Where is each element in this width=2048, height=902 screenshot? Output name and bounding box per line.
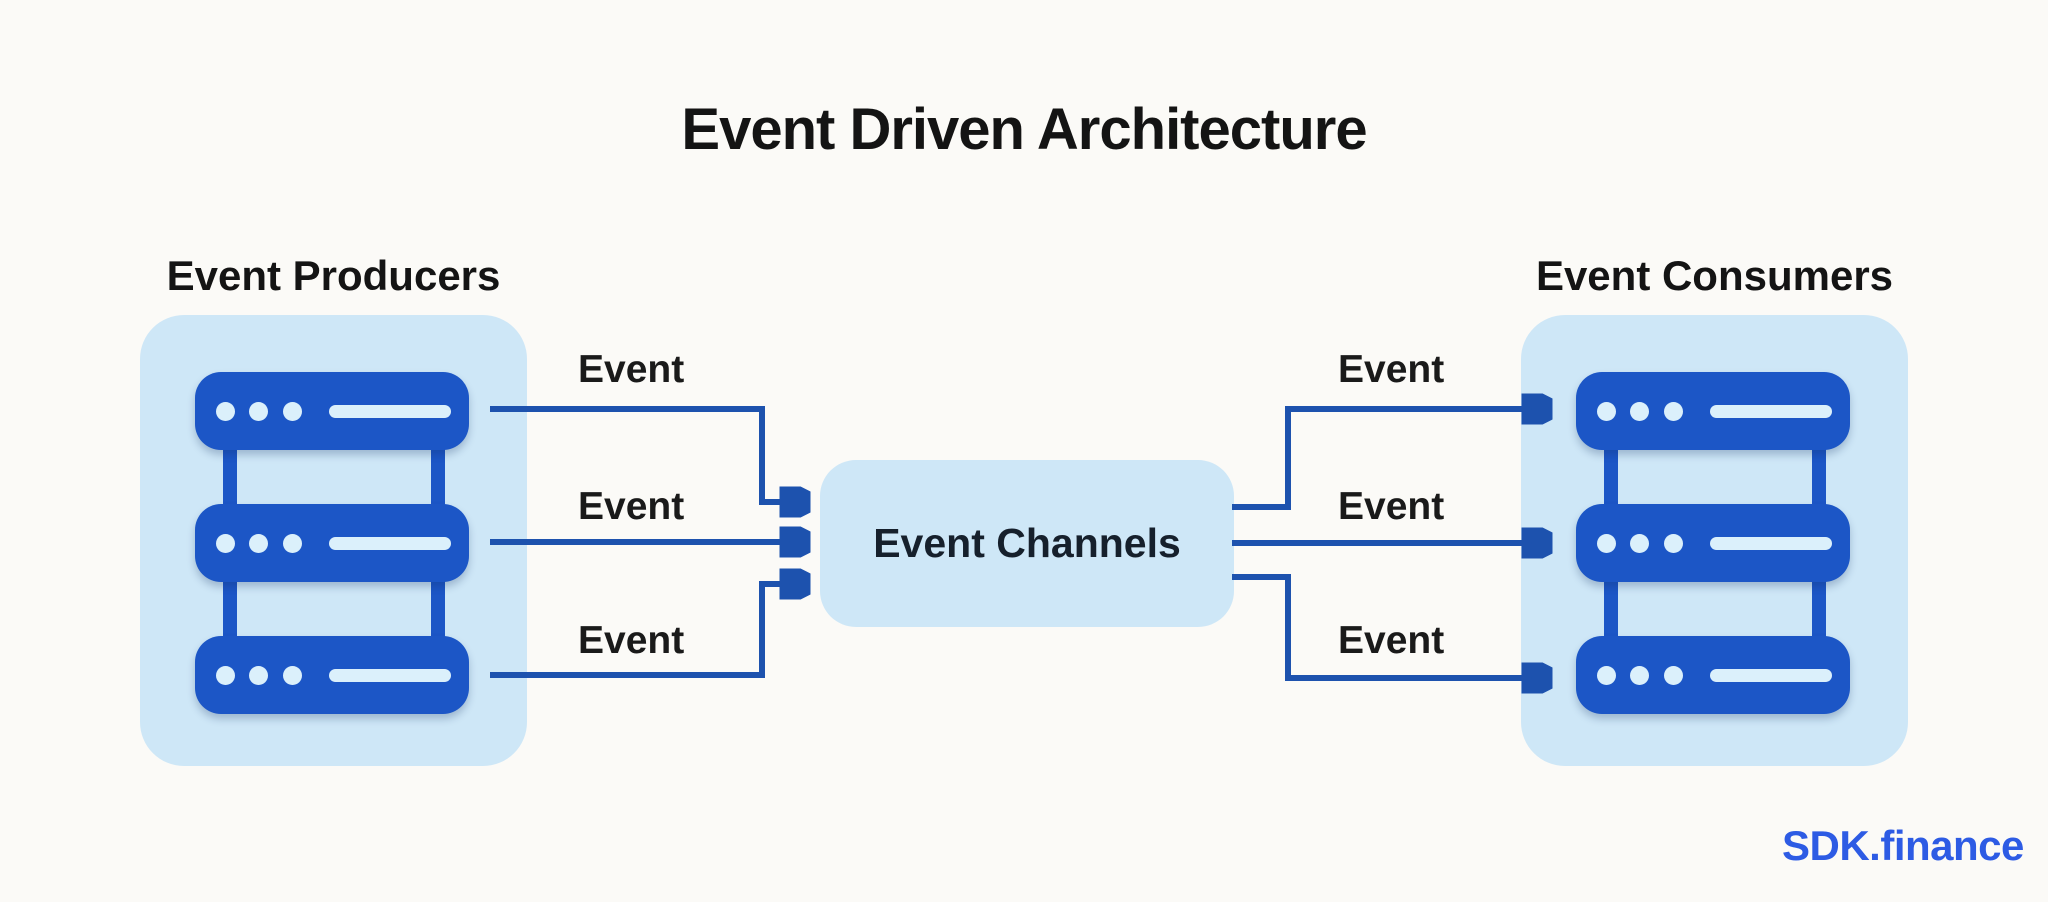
event-label-right-3: Event <box>1338 619 1445 662</box>
consumers-label: Event Consumers <box>1535 252 1894 299</box>
producers-label: Event Producers <box>166 252 501 299</box>
server-bar <box>195 636 469 714</box>
server-stack-icon <box>195 372 469 714</box>
event-label-right-1: Event <box>1338 348 1445 391</box>
server-stack-icon <box>1576 372 1850 714</box>
server-led-dot <box>1597 534 1616 553</box>
server-led-dot <box>1597 402 1616 421</box>
server-slot <box>329 405 451 418</box>
consumers-container <box>1521 315 1908 766</box>
event-label-right-2: Event <box>1338 485 1445 528</box>
server-led-dot <box>1664 534 1683 553</box>
server-led-dot <box>1630 666 1649 685</box>
event-channels-box: Event Channels <box>820 460 1234 627</box>
server-led-dot <box>216 402 235 421</box>
server-led-dot <box>249 402 268 421</box>
server-bar <box>195 504 469 582</box>
event-channels-label: Event Channels <box>873 520 1181 566</box>
event-label-left-1: Event <box>578 348 685 391</box>
server-slot <box>1710 405 1832 418</box>
server-bar <box>1576 636 1850 714</box>
server-led-dot <box>216 534 235 553</box>
server-led-dot <box>249 534 268 553</box>
server-led-dot <box>283 402 302 421</box>
producers-container <box>140 315 527 766</box>
server-led-dot <box>216 666 235 685</box>
server-led-dot <box>283 666 302 685</box>
server-led-dot <box>1664 666 1683 685</box>
server-led-dot <box>1630 402 1649 421</box>
server-slot <box>329 537 451 550</box>
server-bar <box>1576 504 1850 582</box>
server-bar <box>195 372 469 450</box>
server-led-dot <box>1630 534 1649 553</box>
server-led-dot <box>283 534 302 553</box>
event-label-left-2: Event <box>578 485 685 528</box>
sdk-finance-logo: SDK.finance <box>1782 822 2024 869</box>
server-slot <box>1710 669 1832 682</box>
server-slot <box>329 669 451 682</box>
server-led-dot <box>1664 402 1683 421</box>
page-title: Event Driven Architecture <box>681 97 1367 162</box>
server-led-dot <box>249 666 268 685</box>
event-label-left-3: Event <box>578 619 685 662</box>
server-led-dot <box>1597 666 1616 685</box>
server-slot <box>1710 537 1832 550</box>
server-bar <box>1576 372 1850 450</box>
